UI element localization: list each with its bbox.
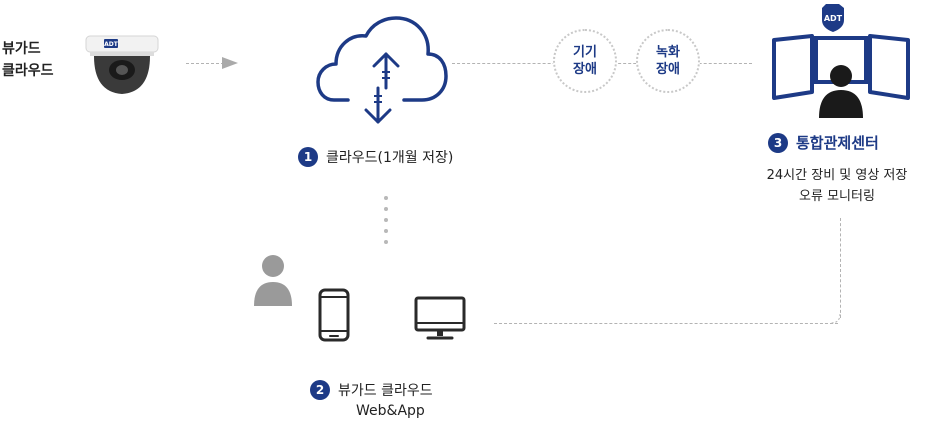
connector-dot	[384, 229, 388, 233]
connector-dot	[384, 240, 388, 244]
step-3-badge: 3	[768, 132, 788, 153]
recording-fault-line2: 장애	[656, 62, 680, 77]
camera-label-line1: 뷰가드	[2, 41, 41, 57]
cloud-step-label: 1 클라우드(1개월 저장)	[298, 147, 453, 167]
connector-web-center	[494, 323, 838, 324]
control-center-desc: 24시간 장비 및 영상 저장 오류 모니터링	[742, 165, 932, 207]
recording-fault-line1: 녹화	[656, 45, 680, 60]
connector-dot	[384, 218, 388, 222]
control-center-title: 통합관제센터	[796, 134, 879, 152]
desktop-monitor-icon	[414, 296, 466, 340]
control-center-icon: ADT	[772, 4, 910, 118]
recording-fault-badge: 녹화 장애	[636, 29, 700, 93]
dome-camera-icon: ADT	[85, 35, 159, 94]
user-icon	[254, 255, 292, 306]
center-brand-label: ADT	[824, 14, 843, 23]
app-title: 뷰가드 클라우드	[338, 383, 433, 399]
connector-center-vertical	[840, 218, 841, 318]
app-step-label: 2 뷰가드 클라우드	[310, 380, 433, 400]
connector-dot	[384, 196, 388, 200]
camera-brand-label: ADT	[104, 41, 119, 48]
control-center-step: 3 통합관제센터	[768, 132, 879, 153]
cloud-label: 클라우드(1개월 저장)	[326, 150, 454, 166]
connector-corner	[830, 314, 841, 324]
camera-label: 뷰가드 클라우드	[2, 38, 54, 82]
connector-dot	[384, 207, 388, 211]
step-1-badge: 1	[298, 147, 318, 167]
cloud-sync-icon	[316, 16, 448, 124]
control-center-desc-line2: 오류 모니터링	[799, 189, 875, 204]
control-center-desc-line1: 24시간 장비 및 영상 저장	[766, 168, 908, 183]
smartphone-icon	[318, 288, 350, 342]
app-subtitle: Web&App	[356, 403, 425, 419]
connector-camera-cloud	[186, 63, 234, 64]
device-fault-line1: 기기	[573, 45, 597, 60]
arrow-right-icon	[222, 57, 238, 69]
step-2-badge: 2	[310, 380, 330, 400]
device-fault-line2: 장애	[573, 62, 597, 77]
device-fault-badge: 기기 장애	[553, 29, 617, 93]
camera-label-line2: 클라우드	[2, 63, 54, 79]
